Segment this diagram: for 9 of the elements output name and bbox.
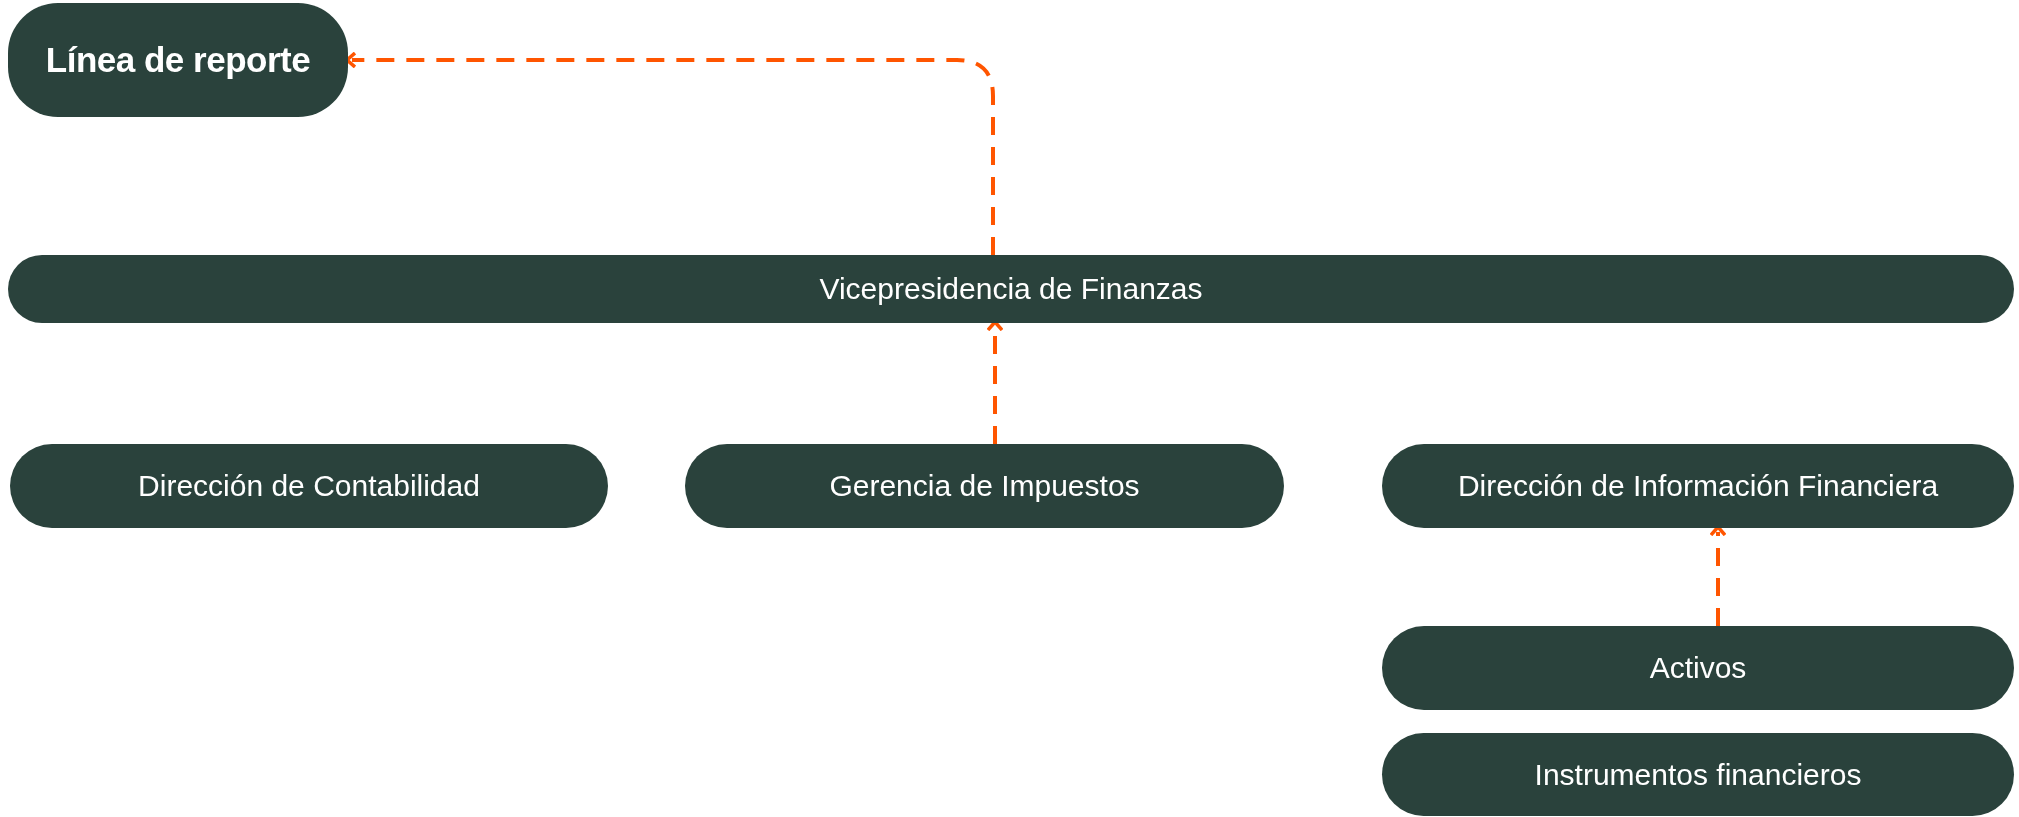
dashed-arrow — [1709, 525, 1727, 626]
box-label: Gerencia de Impuestos — [829, 469, 1140, 503]
box-label: Vicepresidencia de Finanzas — [819, 272, 1203, 306]
dashed-arrow — [986, 320, 1004, 444]
box-label: Dirección de Contabilidad — [138, 469, 480, 503]
box-label: Dirección de Información Financiera — [1457, 469, 1939, 503]
box-label: Línea de reporte — [45, 40, 311, 80]
box-label: Activos — [1649, 651, 1747, 685]
box-label: Instrumentos financieros — [1534, 757, 1862, 792]
